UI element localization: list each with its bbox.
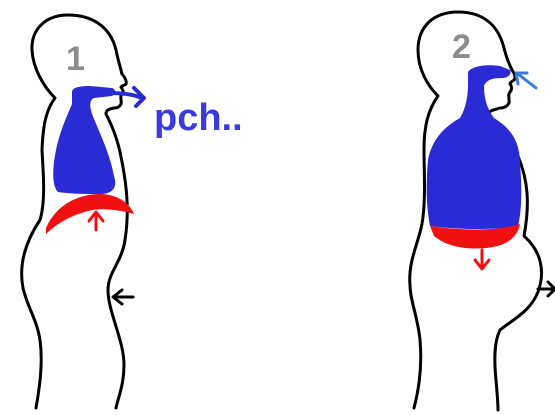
diaphragm-1 [46,194,134,234]
lungs-1 [53,86,115,194]
belly-arrow-inward [113,290,133,304]
lungs-2 [427,65,522,229]
panel-2: 2 [410,12,555,410]
panel-number-1: 1 [66,40,85,78]
panel-number-2: 2 [452,28,471,66]
air-in-arrow-2 [516,73,536,88]
diaphragm-arrow-up [89,212,103,230]
panel-1: 1 pch.. [22,15,243,408]
diaphragm-arrow-down [475,250,489,269]
exhale-sound-label: pch.. [154,97,243,139]
